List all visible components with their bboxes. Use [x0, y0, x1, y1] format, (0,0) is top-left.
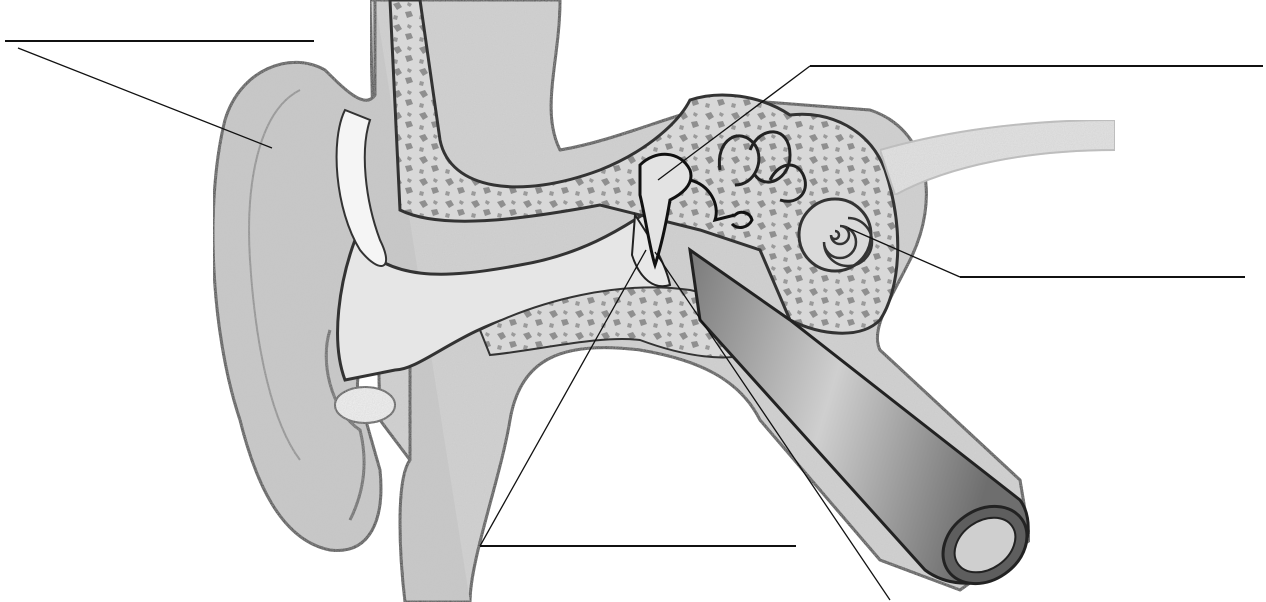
cochlea — [799, 199, 872, 271]
auditory-nerve — [880, 120, 1115, 195]
